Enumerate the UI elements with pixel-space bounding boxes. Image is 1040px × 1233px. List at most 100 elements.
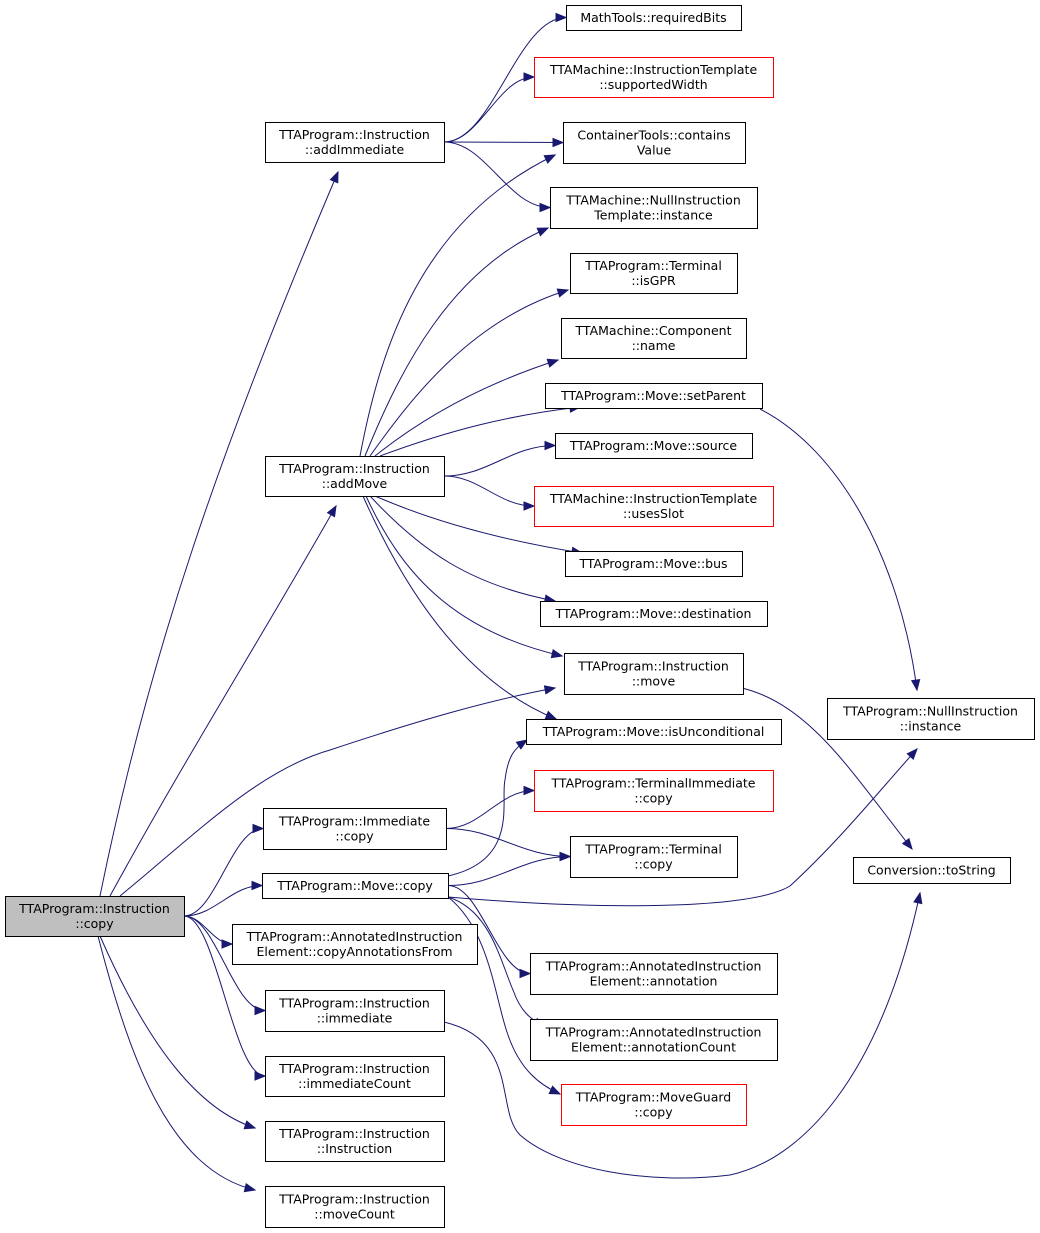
node-label-line: ::copy <box>634 791 673 806</box>
edge-line <box>183 915 233 945</box>
node-instrMove[interactable]: TTAProgram::Instruction::move <box>564 653 744 695</box>
arrow-head-icon <box>906 748 918 760</box>
arrow-head-icon <box>546 358 560 368</box>
node-label-line: TTAProgram::Instruction <box>278 1061 430 1076</box>
edge-line <box>443 892 921 1179</box>
node-label-line: TTAProgram::Move::source <box>569 438 738 453</box>
arrow-head-icon <box>254 1005 267 1016</box>
node-box <box>570 836 738 878</box>
node-box <box>265 1186 445 1228</box>
node-usesSlot[interactable]: TTAMachine::InstructionTemplate::usesSlo… <box>534 486 774 527</box>
arrow-head-icon <box>221 939 234 949</box>
node-label-line: ::immediate <box>317 1011 393 1026</box>
node-label-line: MathTools::requiredBits <box>580 10 726 25</box>
node-box <box>566 5 742 31</box>
node-isGPR[interactable]: TTAProgram::Terminal::isGPR <box>570 253 738 294</box>
nodes-layer: TTAProgram::Instruction::copyTTAProgram:… <box>5 5 1035 1228</box>
node-box <box>565 551 743 577</box>
edge-addMove-to-instrMove <box>365 495 564 659</box>
node-box <box>534 770 774 812</box>
node-annotationCount[interactable]: TTAProgram::AnnotatedInstructionElement:… <box>530 1019 778 1061</box>
edge-line <box>443 76 535 143</box>
edge-line <box>447 856 571 886</box>
edge-root-to-moveCopy <box>183 880 264 917</box>
arrow-head-icon <box>544 440 557 451</box>
edge-root-to-ctor <box>99 935 257 1130</box>
node-label-line: TTAMachine::InstructionTemplate <box>549 62 758 77</box>
node-label-line: TTAProgram::Instruction <box>18 901 170 916</box>
arrow-head-icon <box>556 288 570 298</box>
node-box <box>530 1019 778 1061</box>
edge-line <box>447 885 531 974</box>
node-label-line: TTAProgram::Instruction <box>577 659 729 674</box>
node-label-line: TTAProgram::Terminal <box>584 258 722 273</box>
arrow-head-icon <box>326 504 337 518</box>
edge-line <box>447 748 918 907</box>
node-box <box>534 57 774 98</box>
edge-line <box>183 915 266 1077</box>
arrow-head-icon <box>543 685 557 695</box>
node-label-line: Template::instance <box>593 208 713 223</box>
arrow-head-icon <box>329 170 339 184</box>
edge-addMove-to-source <box>443 440 557 477</box>
node-label-line: Element::copyAnnotationsFrom <box>256 944 452 959</box>
node-toString[interactable]: Conversion::toString <box>853 857 1011 884</box>
node-label-line: TTAProgram::Instruction <box>278 1192 430 1207</box>
node-label-line: TTAProgram::AnnotatedInstruction <box>545 1025 762 1040</box>
node-addImmediate[interactable]: TTAProgram::Instruction::addImmediate <box>265 122 445 163</box>
arrow-head-icon <box>552 137 565 148</box>
arrow-head-icon <box>544 710 558 720</box>
edge-line <box>365 495 563 657</box>
node-root[interactable]: TTAProgram::Instruction::copy <box>5 896 185 937</box>
node-label-line: TTAProgram::Move::setParent <box>560 388 746 403</box>
node-addMove[interactable]: TTAProgram::Instruction::addMove <box>265 456 445 497</box>
edge-immCopy-to-termImmCopy <box>445 785 536 829</box>
node-guardCopy[interactable]: TTAProgram::MoveGuard::copy <box>561 1084 747 1126</box>
edge-line <box>447 739 528 877</box>
node-immCopy[interactable]: TTAProgram::Immediate::copy <box>263 808 447 850</box>
node-isUncond[interactable]: TTAProgram::Move::isUnconditional <box>526 719 782 745</box>
node-label-line: ::immediateCount <box>298 1076 411 1091</box>
node-label-line: ::instance <box>900 719 962 734</box>
node-supportedWidth[interactable]: TTAMachine::InstructionTemplate::support… <box>534 57 774 98</box>
edge-line <box>97 935 256 1191</box>
arrow-head-icon <box>910 678 921 692</box>
node-setParent[interactable]: TTAProgram::Move::setParent <box>545 383 763 409</box>
node-moveCount[interactable]: TTAProgram::Instruction::moveCount <box>265 1186 445 1228</box>
node-label-line: TTAMachine::NullInstruction <box>565 193 741 208</box>
arrow-head-icon <box>901 837 913 851</box>
edge-setParent-to-nullInstr <box>759 408 921 692</box>
node-label-line: TTAProgram::AnnotatedInstruction <box>545 959 762 974</box>
node-termCopy[interactable]: TTAProgram::Terminal::copy <box>570 836 738 878</box>
node-requiredBits[interactable]: MathTools::requiredBits <box>566 5 742 31</box>
node-bus[interactable]: TTAProgram::Move::bus <box>565 551 743 577</box>
edge-line <box>99 171 339 897</box>
edge-line <box>374 359 559 457</box>
node-source[interactable]: TTAProgram::Move::source <box>555 433 753 459</box>
edges-layer <box>97 12 923 1193</box>
node-annotation[interactable]: TTAProgram::AnnotatedInstructionElement:… <box>530 953 778 995</box>
node-label-line: ::copy <box>335 829 374 844</box>
node-nullInstr[interactable]: TTAProgram::NullInstruction::instance <box>827 698 1035 740</box>
node-immediateCount[interactable]: TTAProgram::Instruction::immediateCount <box>265 1056 445 1097</box>
node-termImmCopy[interactable]: TTAProgram::TerminalImmediate::copy <box>534 770 774 812</box>
node-label-line: Value <box>637 143 672 158</box>
node-box <box>555 433 753 459</box>
node-moveCopy[interactable]: TTAProgram::Move::copy <box>262 873 449 899</box>
node-destination[interactable]: TTAProgram::Move::destination <box>540 601 768 627</box>
node-ctor[interactable]: TTAProgram::Instruction::Instruction <box>265 1121 445 1162</box>
node-label-line: ::supportedWidth <box>599 77 707 92</box>
node-label-line: TTAProgram::TerminalImmediate <box>550 776 755 791</box>
node-nullTemplate[interactable]: TTAMachine::NullInstructionTemplate::ins… <box>550 187 758 229</box>
node-box <box>263 808 447 850</box>
node-box <box>265 122 445 163</box>
node-copyAnnot[interactable]: TTAProgram::AnnotatedInstructionElement:… <box>232 924 478 965</box>
node-box <box>561 318 747 359</box>
node-label-line: TTAProgram::MoveGuard <box>575 1090 731 1105</box>
edge-line <box>445 828 571 857</box>
node-label-line: TTAProgram::Instruction <box>278 461 430 476</box>
node-box <box>545 383 763 409</box>
node-compName[interactable]: TTAMachine::Component::name <box>561 318 747 359</box>
node-immediate[interactable]: TTAProgram::Instruction::immediate <box>265 990 445 1032</box>
